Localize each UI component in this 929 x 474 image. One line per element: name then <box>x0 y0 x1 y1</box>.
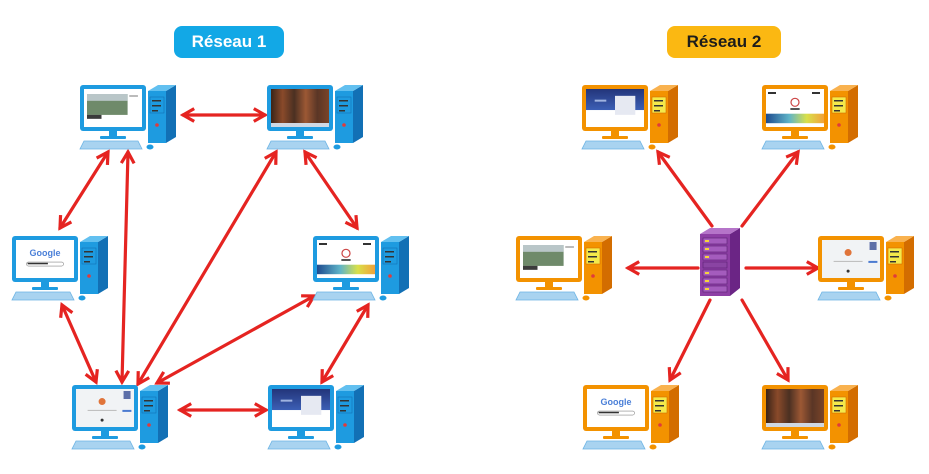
bidirectional-arrow <box>59 302 99 385</box>
keyboard-icon <box>312 291 376 301</box>
server-to-client-arrow <box>656 149 714 228</box>
keyboard-icon <box>817 291 881 301</box>
tower-icon <box>336 385 364 443</box>
mouse-icon <box>884 295 892 301</box>
computer-r2-bottom-right <box>761 385 858 450</box>
bidirectional-arrow <box>303 149 359 231</box>
screen-white-homepage <box>76 389 134 427</box>
computer-r1-top-right <box>266 85 363 150</box>
keyboard-icon <box>581 140 645 150</box>
tower-icon <box>80 236 108 294</box>
bidirectional-arrow <box>320 302 370 385</box>
tower-icon <box>830 85 858 143</box>
server-to-client-arrow <box>667 298 712 383</box>
google-logo-text: Google <box>601 397 632 407</box>
computer-r2-top-left <box>581 85 678 150</box>
keyboard-icon <box>79 140 143 150</box>
computer-r1-mid-left: Google <box>11 236 108 301</box>
screen-bookshelf-photo <box>271 89 329 127</box>
server-to-client-arrow <box>740 149 800 228</box>
tower-icon <box>148 85 176 143</box>
screen-google-search: Google <box>16 240 74 278</box>
mouse-icon <box>146 144 154 150</box>
server-to-client-arrow <box>740 298 790 383</box>
mouse-icon <box>334 444 342 450</box>
bidirectional-arrow <box>58 149 110 231</box>
mouse-icon <box>333 144 341 150</box>
computer-r1-top-left <box>79 85 176 150</box>
tower-icon <box>584 236 612 294</box>
tower-icon <box>650 85 678 143</box>
network-1-title-badge: Réseau 1 <box>174 26 284 58</box>
tower-icon <box>381 236 409 294</box>
keyboard-icon <box>11 291 75 301</box>
mouse-icon <box>828 444 836 450</box>
screen-photo-website <box>520 240 578 278</box>
bidirectional-arrow <box>114 148 136 386</box>
computer-r1-bottom-right <box>267 385 364 450</box>
computer-r2-top-right <box>761 85 858 150</box>
mouse-icon <box>648 144 656 150</box>
bidirectional-arrow <box>136 149 278 387</box>
computer-r2-bottom-left: Google <box>582 385 679 450</box>
google-logo-text: Google <box>30 248 61 258</box>
keyboard-icon <box>761 440 825 450</box>
tower-icon <box>830 385 858 443</box>
bidirectional-arrow <box>154 294 317 385</box>
screen-blue-website <box>272 389 330 427</box>
screen-white-homepage <box>822 240 880 278</box>
keyboard-icon <box>761 140 825 150</box>
tower-icon <box>140 385 168 443</box>
computer-r1-bottom-left <box>71 385 168 450</box>
keyboard-icon <box>266 140 330 150</box>
mouse-icon <box>138 444 146 450</box>
tower-icon <box>886 236 914 294</box>
screen-logo-website-rainbow <box>766 89 824 127</box>
server-icon <box>700 228 740 296</box>
computer-r2-mid-right <box>817 236 914 301</box>
tower-icon <box>335 85 363 143</box>
screen-logo-website-rainbow <box>317 240 375 278</box>
screen-bookshelf-photo <box>766 389 824 427</box>
mouse-icon <box>828 144 836 150</box>
mouse-icon <box>379 295 387 301</box>
keyboard-icon <box>71 440 135 450</box>
mouse-icon <box>649 444 657 450</box>
computer-r1-mid-right <box>312 236 409 301</box>
screen-blue-website <box>586 89 644 127</box>
keyboard-icon <box>267 440 331 450</box>
computer-r2-mid-left <box>515 236 612 301</box>
tower-icon <box>651 385 679 443</box>
network-2-title-badge: Réseau 2 <box>667 26 781 58</box>
screen-photo-website <box>84 89 142 127</box>
mouse-icon <box>582 295 590 301</box>
keyboard-icon <box>582 440 646 450</box>
screen-google-search: Google <box>587 389 645 427</box>
mouse-icon <box>78 295 86 301</box>
keyboard-icon <box>515 291 579 301</box>
